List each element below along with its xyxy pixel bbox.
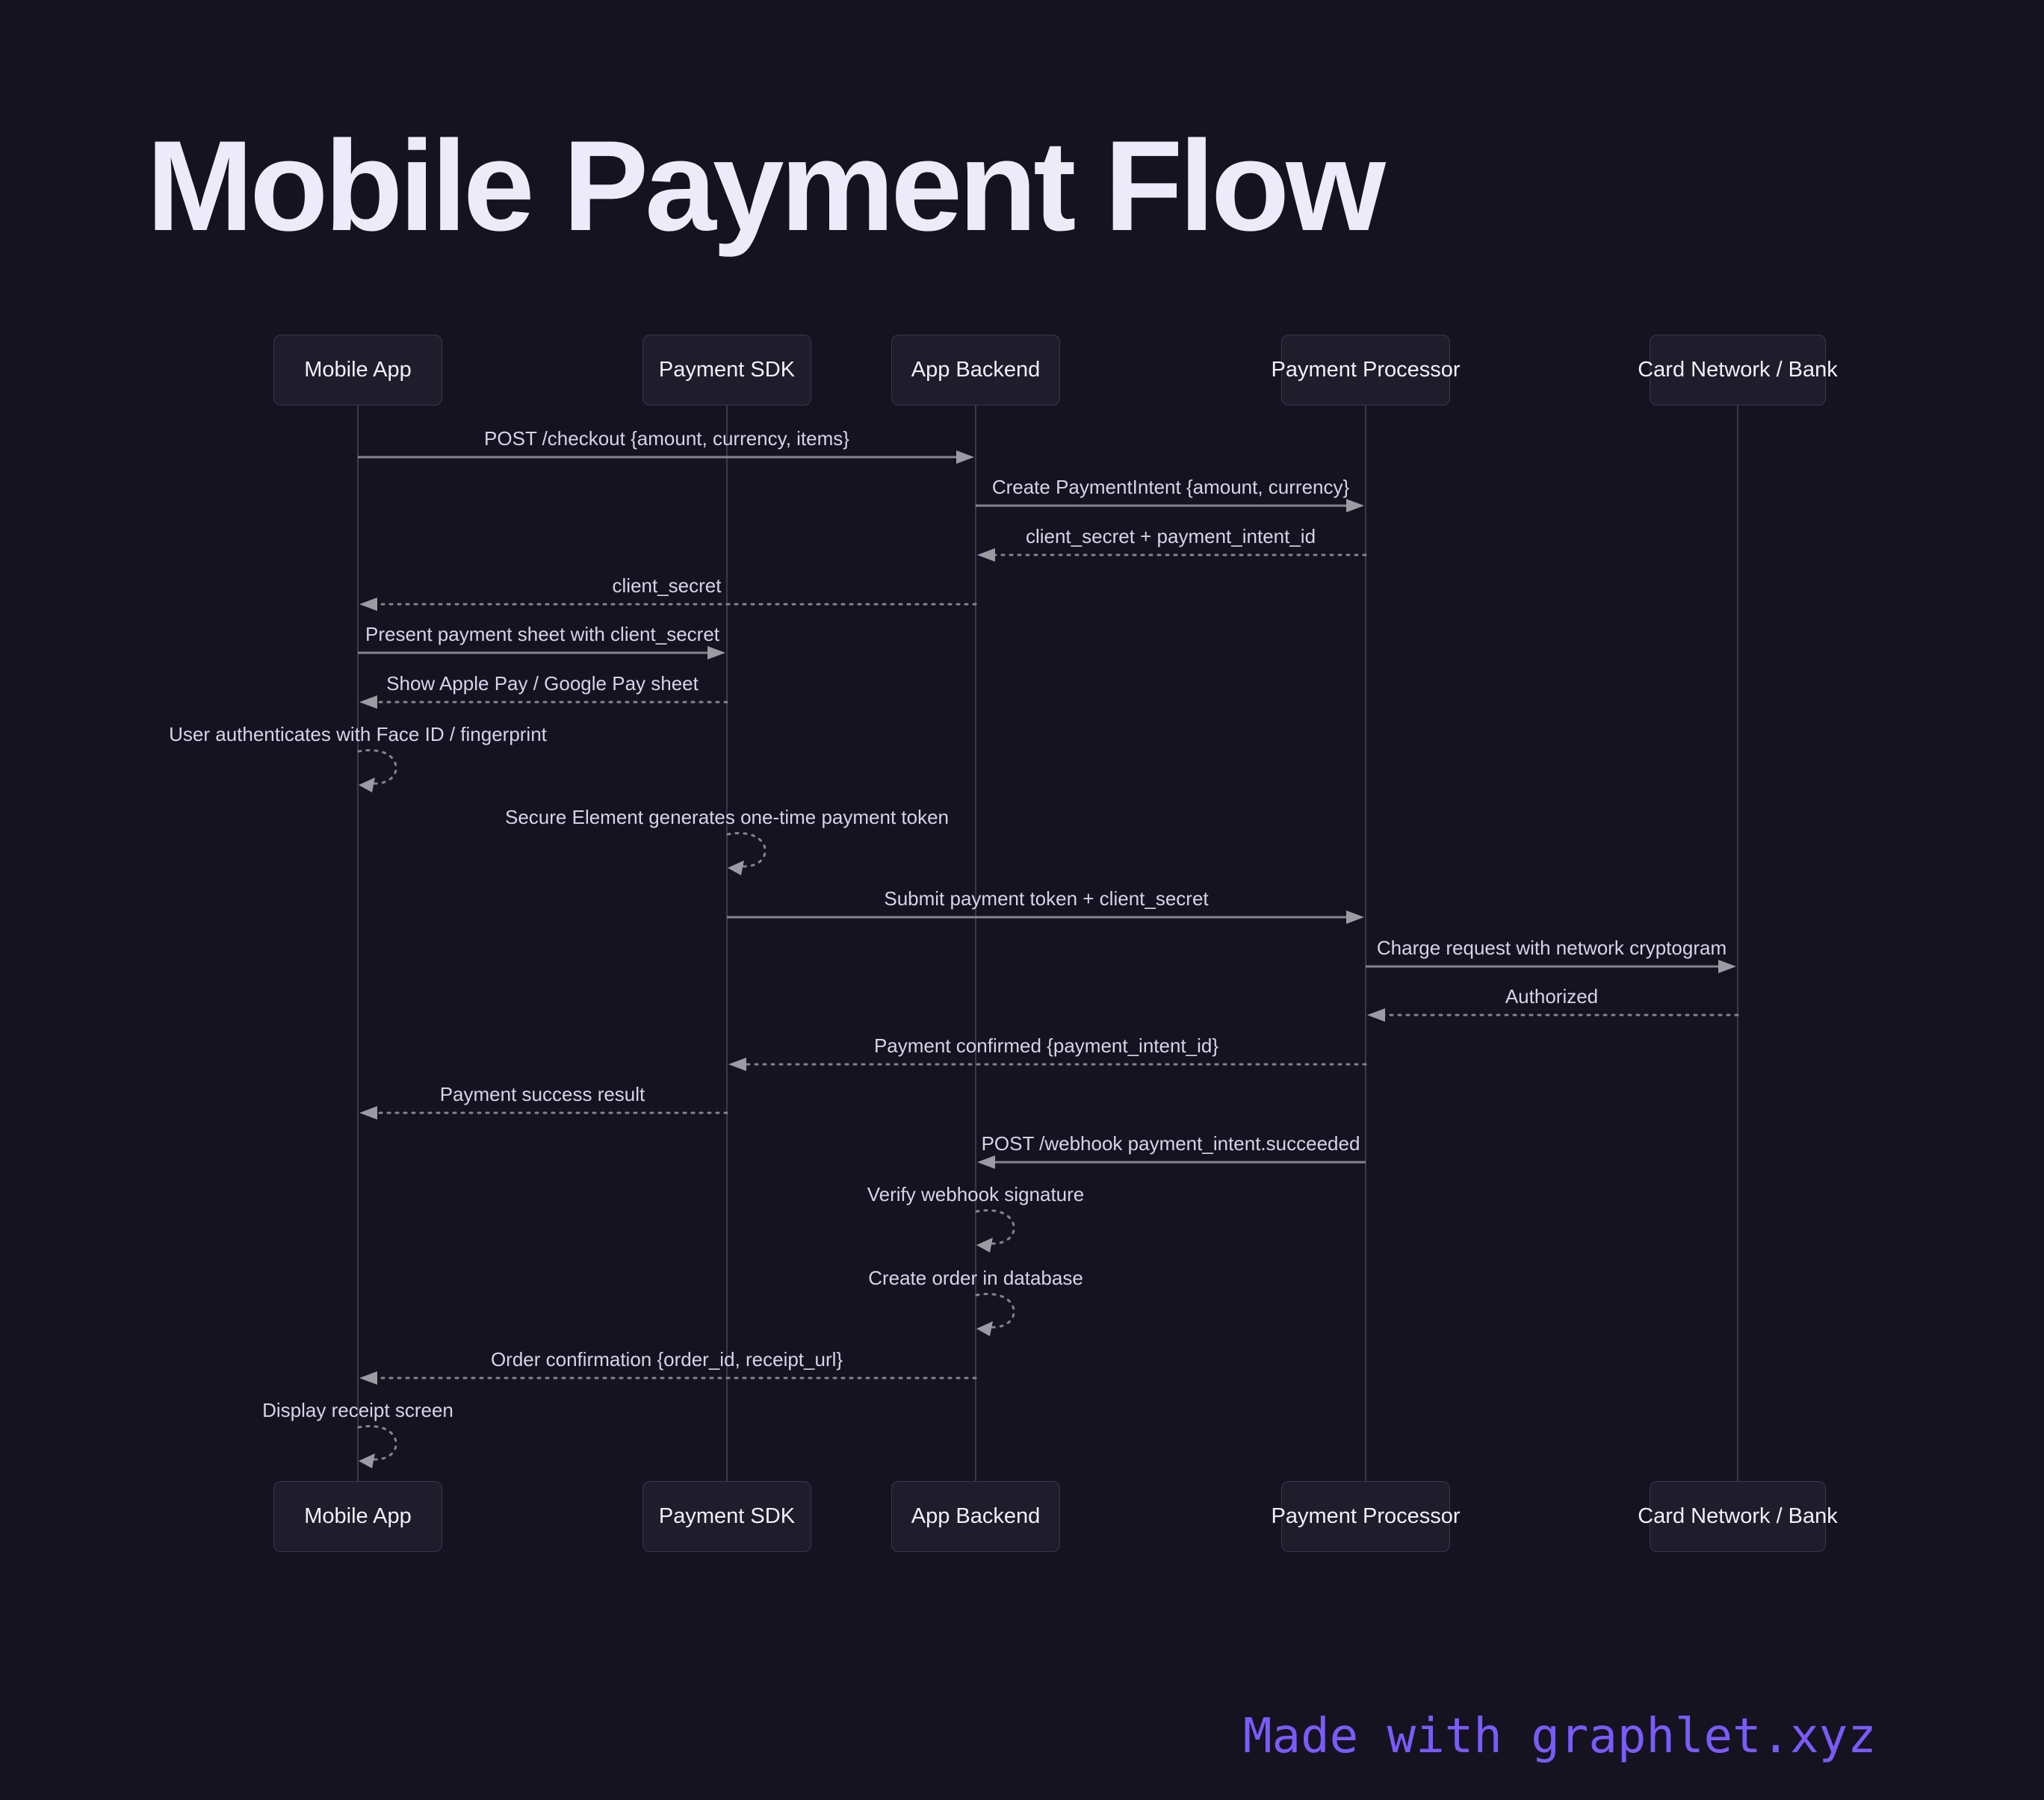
self-message-arrowhead-18 [359, 1453, 375, 1468]
message-arrowhead-4 [359, 598, 377, 611]
message-label-3: client_secret + payment_intent_id [1025, 525, 1316, 547]
message-label-7: User authenticates with Face ID / finger… [169, 723, 547, 745]
self-message-arrowhead-8 [728, 860, 744, 875]
message-label-5: Present payment sheet with client_secret [365, 623, 720, 645]
actor-payment-processor-bottom: Payment Processor [1271, 1481, 1461, 1552]
message-arrowhead-1 [956, 450, 974, 464]
actor-app-backend-top: App Backend [891, 335, 1060, 406]
message-label-10: Charge request with network cryptogram [1376, 937, 1727, 959]
page-title: Mobile Payment Flow [146, 114, 1386, 258]
message-label-8: Secure Element generates one-time paymen… [504, 806, 950, 828]
message-label-13: Payment success result [439, 1083, 645, 1105]
actor-app-backend-bottom: App Backend [891, 1481, 1060, 1552]
message-label-16: Create order in database [868, 1267, 1083, 1289]
message-label-15: Verify webhook signature [867, 1183, 1085, 1205]
self-message-arrowhead-7 [359, 778, 375, 792]
message-label-2: Create PaymentIntent {amount, currency} [991, 476, 1350, 498]
footer-brand-link[interactable]: Made with graphlet.xyz [1243, 1709, 1877, 1764]
message-arrowhead-6 [359, 695, 377, 709]
self-message-arrowhead-16 [976, 1321, 993, 1336]
message-arrowhead-11 [1367, 1008, 1385, 1022]
actor-card-network-bottom: Card Network / Bank [1638, 1481, 1838, 1552]
message-label-12: Payment confirmed {payment_intent_id} [873, 1034, 1219, 1057]
message-arrowhead-13 [359, 1106, 377, 1120]
message-label-9: Submit payment token + client_secret [884, 887, 1209, 910]
actor-card-network-top: Card Network / Bank [1638, 335, 1838, 406]
message-label-18: Display receipt screen [262, 1399, 453, 1421]
message-label-17: Order confirmation {order_id, receipt_ur… [490, 1348, 843, 1371]
message-arrowhead-14 [977, 1155, 995, 1169]
actor-mobile-app-top: Mobile App [273, 335, 442, 406]
message-arrowhead-5 [707, 646, 725, 660]
actor-payment-processor-top: Payment Processor [1271, 335, 1461, 406]
message-arrowhead-17 [359, 1371, 377, 1385]
actor-mobile-app-bottom: Mobile App [273, 1481, 442, 1552]
message-label-4: client_secret [612, 574, 722, 597]
actor-payment-sdk-top: Payment SDK [642, 335, 811, 406]
message-label-14: POST /webhook payment_intent.succeeded [981, 1132, 1360, 1155]
message-arrowhead-10 [1718, 960, 1736, 973]
message-arrowhead-3 [977, 548, 995, 562]
message-arrowhead-2 [1346, 499, 1364, 512]
self-message-arrowhead-15 [976, 1238, 993, 1253]
message-arrowhead-12 [728, 1058, 746, 1071]
message-label-6: Show Apple Pay / Google Pay sheet [386, 672, 699, 695]
message-arrowhead-9 [1346, 910, 1364, 924]
message-label-1: POST /checkout {amount, currency, items} [484, 427, 849, 450]
actor-payment-sdk-bottom: Payment SDK [642, 1481, 811, 1552]
message-label-11: Authorized [1505, 985, 1599, 1008]
